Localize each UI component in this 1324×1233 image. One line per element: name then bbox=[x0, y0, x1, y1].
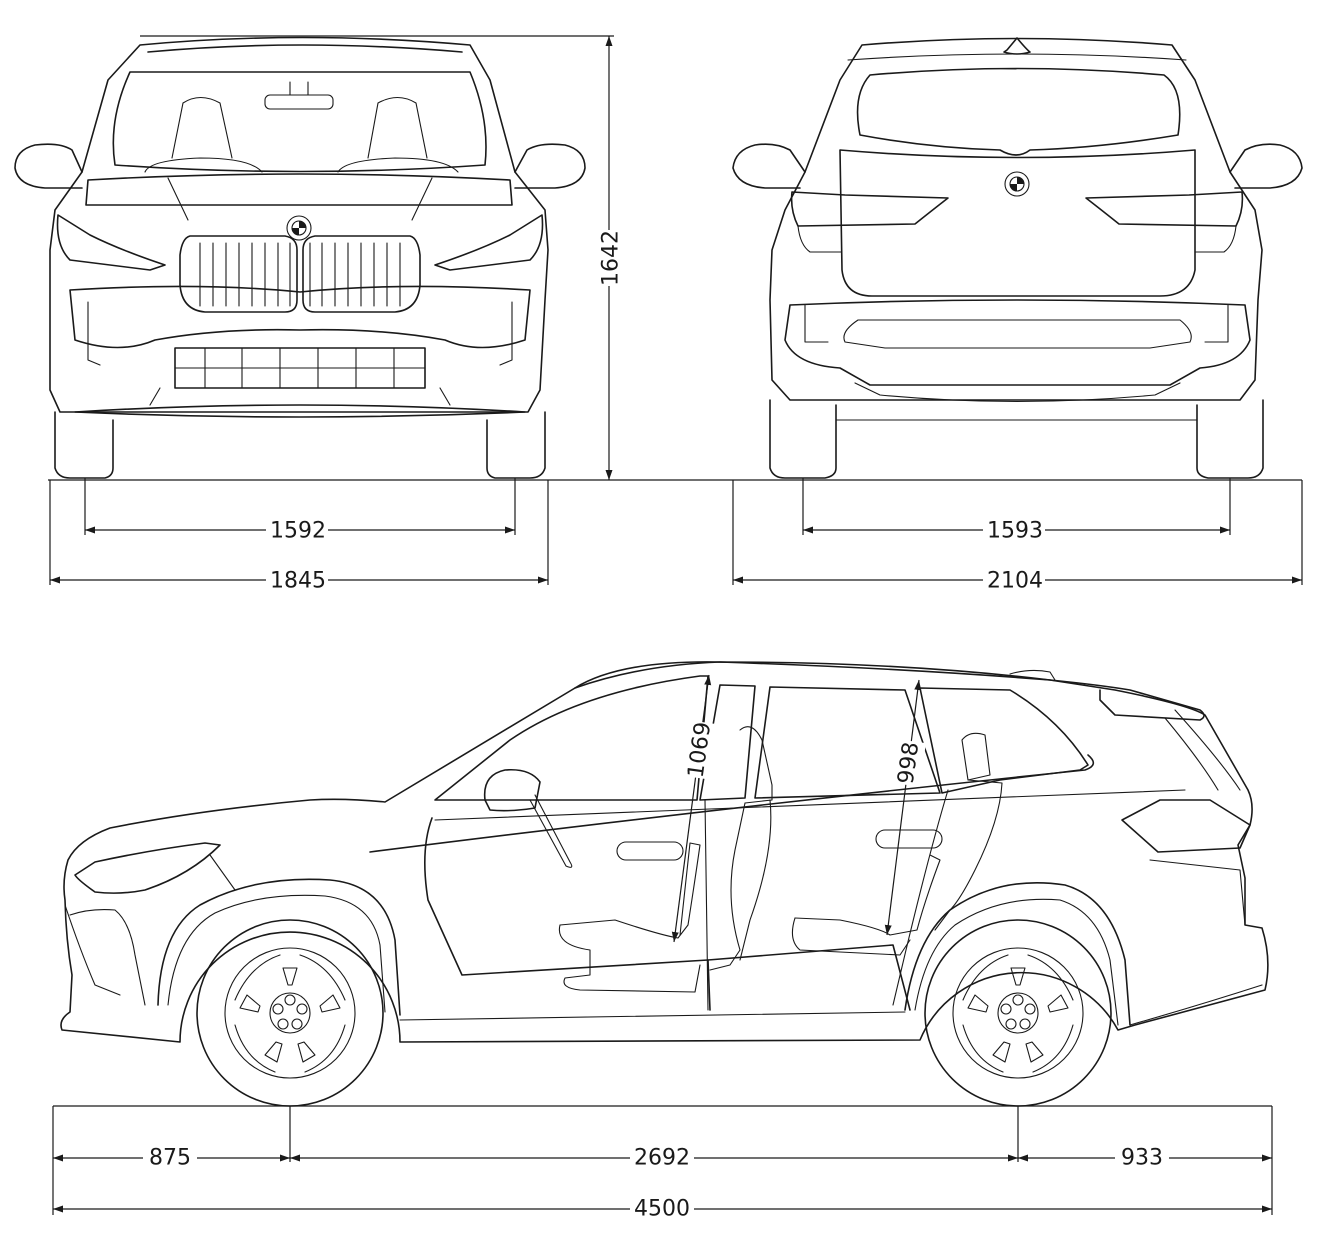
rear-wheel bbox=[924, 919, 1112, 1107]
front-track-label: 1592 bbox=[270, 519, 326, 544]
length-label: 4500 bbox=[634, 1197, 690, 1222]
front-view bbox=[14, 36, 586, 479]
dimension-lines bbox=[48, 35, 1303, 1215]
wheelbase-label: 2692 bbox=[634, 1146, 690, 1171]
bmw-rear-logo-icon bbox=[1004, 171, 1030, 197]
front-headroom-label: 1069 bbox=[684, 721, 717, 780]
bmw-logo-icon bbox=[286, 215, 312, 241]
width-with-mirrors-label: 2104 bbox=[987, 569, 1043, 594]
rear-track-label: 1593 bbox=[987, 519, 1043, 544]
height-label: 1642 bbox=[599, 230, 624, 286]
side-view bbox=[60, 661, 1269, 1107]
front-overhang-label: 875 bbox=[149, 1146, 191, 1171]
kidney-grille bbox=[179, 235, 421, 313]
rear-view bbox=[732, 37, 1303, 479]
rear-overhang-label: 933 bbox=[1121, 1146, 1163, 1171]
front-wheel bbox=[196, 919, 384, 1107]
dimension-labels: 1642 1592 1845 1593 2104 875 2692 933 45… bbox=[143, 230, 1169, 1223]
rear-headroom-label: 998 bbox=[894, 740, 925, 785]
width-label: 1845 bbox=[270, 569, 326, 594]
